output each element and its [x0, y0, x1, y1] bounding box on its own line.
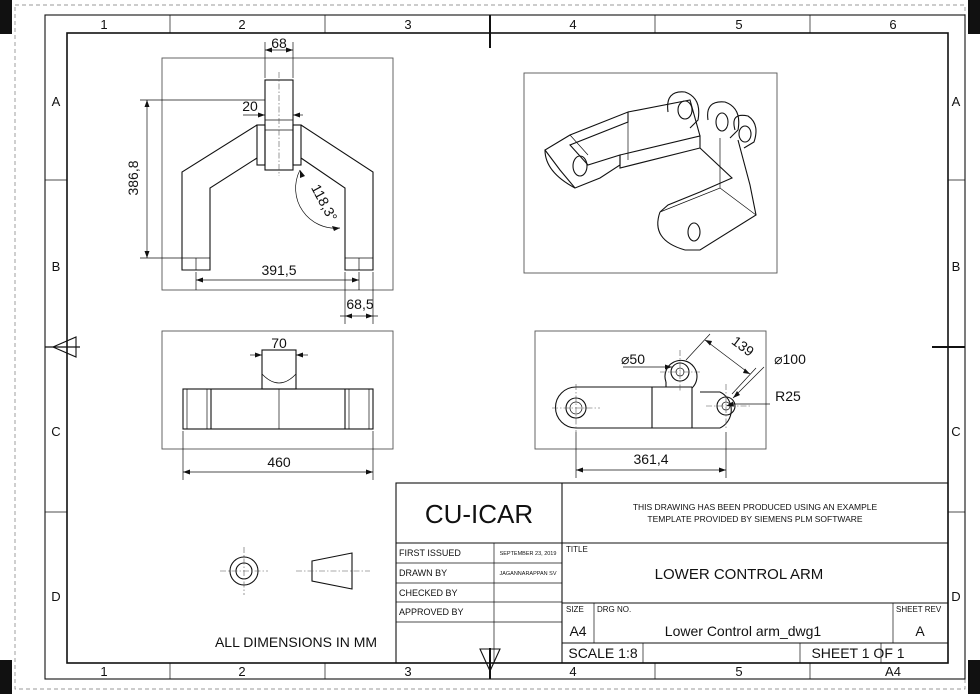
- zone-row-b-right: B: [952, 259, 961, 274]
- dim-side-radial: 139: [729, 333, 757, 360]
- scale-value: SCALE 1:8: [568, 645, 637, 661]
- zone-col-2-top: 2: [238, 17, 245, 32]
- zone-row-d-left: D: [51, 589, 60, 604]
- zone-row-a-right: A: [952, 94, 961, 109]
- checked-by-label: CHECKED BY: [399, 588, 458, 598]
- dim-top-length: 460: [267, 454, 291, 470]
- drawn-by-label: DRAWN BY: [399, 568, 447, 578]
- side-view: [534, 330, 770, 478]
- zone-row-b-left: B: [52, 259, 61, 274]
- sheet-rev-value: A: [915, 623, 925, 639]
- corner-mark-br: [968, 660, 980, 694]
- zone-dividers: [45, 15, 965, 679]
- front-view: [140, 42, 394, 324]
- top-view: [161, 330, 394, 480]
- dim-side-length: 361,4: [633, 451, 668, 467]
- dim-side-hole-large: ⌀100: [774, 351, 806, 367]
- size-value: A4: [569, 623, 586, 639]
- orientation-arrow-bottom: [479, 648, 501, 673]
- title-block: [395, 482, 949, 664]
- drg-no-value: Lower Control arm_dwg1: [665, 623, 822, 639]
- zone-col-1-top: 1: [100, 17, 107, 32]
- isometric-view: [523, 72, 778, 274]
- projection-symbol: [220, 547, 370, 595]
- zone-col-6-top: 6: [889, 17, 896, 32]
- dim-front-height: 386,8: [125, 160, 141, 195]
- zone-col-1-bottom: 1: [100, 664, 107, 679]
- trim-border: [14, 4, 966, 690]
- sheet-rev-label: SHEET REV: [896, 605, 942, 614]
- drawing-title: LOWER CONTROL ARM: [655, 566, 824, 583]
- outer-frame: [44, 14, 966, 680]
- orientation-arrow-left: [51, 336, 77, 358]
- zone-col-5-top: 5: [735, 17, 742, 32]
- approved-by-label: APPROVED BY: [399, 607, 464, 617]
- corner-mark-bl: [0, 660, 12, 694]
- first-issued-label: FIRST ISSUED: [399, 548, 461, 558]
- dim-front-top-width: 68: [271, 35, 287, 51]
- zone-row-d-right: D: [951, 589, 960, 604]
- zone-row-c-left: C: [51, 424, 60, 439]
- dim-top-width: 70: [271, 335, 287, 351]
- zone-col-5-bottom: 5: [735, 664, 742, 679]
- dim-side-hole-small: ⌀50: [621, 351, 645, 367]
- paper-size: A4: [885, 664, 901, 679]
- zone-row-a-left: A: [52, 94, 61, 109]
- dim-front-foot: 68,5: [346, 296, 373, 312]
- dim-front-inner-width: 20: [242, 98, 258, 114]
- sheet-count: SHEET 1 OF 1: [811, 645, 904, 661]
- size-label: SIZE: [566, 605, 584, 614]
- zone-col-3-top: 3: [404, 17, 411, 32]
- company-name: CU-ICAR: [425, 499, 533, 529]
- zone-col-3-bottom: 3: [404, 664, 411, 679]
- dim-front-span: 391,5: [261, 262, 296, 278]
- zone-col-4-bottom: 4: [569, 664, 576, 679]
- dim-front-angle: 118,3°: [308, 181, 341, 223]
- template-note-line2: TEMPLATE PROVIDED BY SIEMENS PLM SOFTWAR…: [647, 514, 863, 524]
- zone-col-4-top: 4: [569, 17, 576, 32]
- drawn-by-value: JAGANNARAPPAN SV: [499, 571, 556, 577]
- template-note-line1: THIS DRAWING HAS BEEN PRODUCED USING AN …: [633, 502, 878, 512]
- zone-row-c-right: C: [951, 424, 960, 439]
- dimensions-note: ALL DIMENSIONS IN MM: [215, 634, 377, 650]
- zone-col-2-bottom: 2: [238, 664, 245, 679]
- title-label: TITLE: [566, 545, 588, 554]
- dim-side-radius: R25: [775, 388, 801, 404]
- corner-mark-tl: [0, 0, 12, 34]
- first-issued-value: SEPTEMBER 23, 2019: [500, 551, 557, 557]
- corner-mark-tr: [968, 0, 980, 34]
- drg-no-label: DRG NO.: [597, 605, 631, 614]
